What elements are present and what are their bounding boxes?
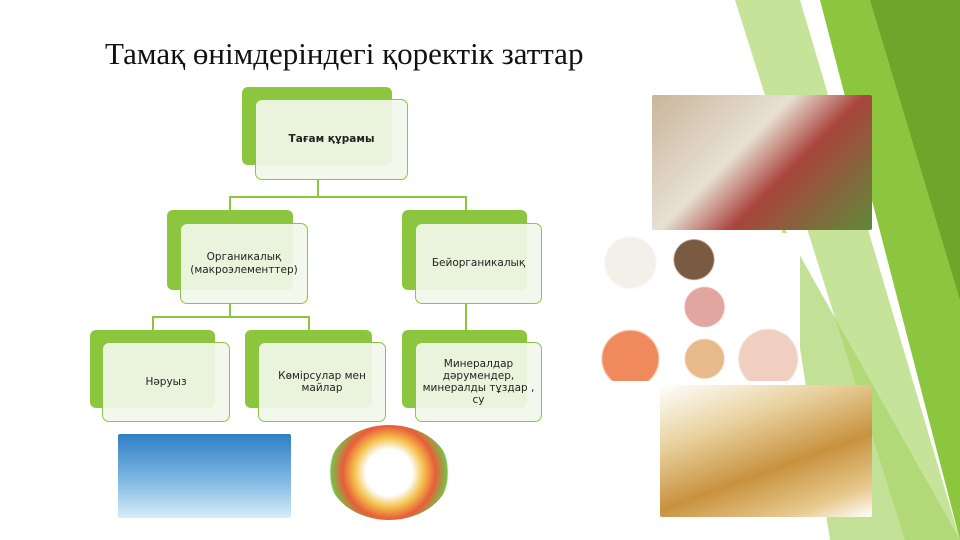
node-protein: Нәруыз xyxy=(102,342,230,422)
connector xyxy=(308,316,310,330)
connector xyxy=(229,196,231,210)
connector xyxy=(465,196,467,210)
food-photo xyxy=(660,385,872,517)
connector xyxy=(465,304,467,330)
connector xyxy=(317,180,319,197)
node-root: Тағам құрамы xyxy=(255,99,408,180)
water-photo xyxy=(118,434,291,518)
connector xyxy=(152,316,154,330)
node-inorganic: Бейорганикалық xyxy=(415,223,542,304)
connector xyxy=(152,316,309,318)
food-photo xyxy=(588,233,800,381)
connector xyxy=(229,196,466,198)
connector xyxy=(229,304,231,316)
node-minerals: Минералдар дәрумендер, минералды тұздар … xyxy=(415,342,542,422)
node-carbs-fats: Көмірсулар мен майлар xyxy=(258,342,386,422)
vitamins-wheel-image xyxy=(328,425,450,520)
node-organic: Органикалық (макроэлементтер) xyxy=(180,223,308,304)
slide-title: Тамақ өнімдеріндегі қоректік заттар xyxy=(105,36,584,71)
food-photo xyxy=(652,95,872,230)
